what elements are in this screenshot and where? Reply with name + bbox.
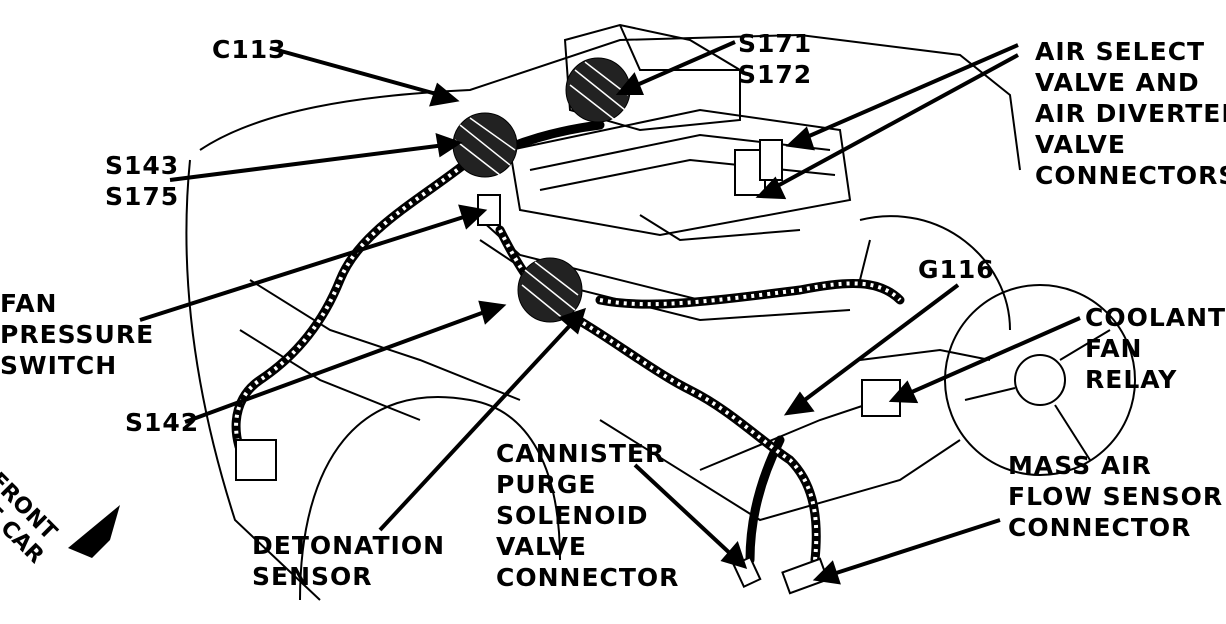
- leader-lines: [139, 40, 1081, 585]
- splice-s143: [452, 112, 518, 178]
- label-detonation-sensor: DETONATION SENSOR: [252, 531, 445, 591]
- fender-outline: [199, 33, 1021, 171]
- connector-maf: [781, 557, 829, 595]
- label-air-select-valve: AIR SELECT VALVE AND AIR DIVERTER VALVE …: [1035, 37, 1226, 190]
- wheel-arch-left: [299, 395, 561, 601]
- radiator-support: [249, 279, 521, 401]
- intake-manifold: [508, 108, 852, 237]
- label-c113: C113: [212, 35, 287, 64]
- label-coolant-fan-relay: COOLANT FAN RELAY: [1085, 303, 1226, 394]
- label-cannister-purge: CANNISTER PURGE SOLENOID VALVE CONNECTOR: [496, 439, 680, 592]
- connector-front: [235, 439, 277, 481]
- label-s143-s175: S143 S175: [105, 151, 180, 211]
- label-s171-s172: S171 S172: [738, 29, 813, 89]
- splice-s142: [517, 257, 583, 323]
- label-s142: S142: [125, 408, 200, 437]
- label-g116: G116: [918, 255, 995, 284]
- label-mass-air-flow: MASS AIR FLOW SENSOR CONNECTOR: [1008, 451, 1224, 542]
- wheel-arch-right: [859, 215, 1011, 331]
- label-fan-pressure-switch: FAN PRESSURE SWITCH: [0, 289, 155, 380]
- left-fender: [185, 159, 321, 601]
- front-arrow: [68, 505, 120, 558]
- steering-wheel: [944, 284, 1136, 476]
